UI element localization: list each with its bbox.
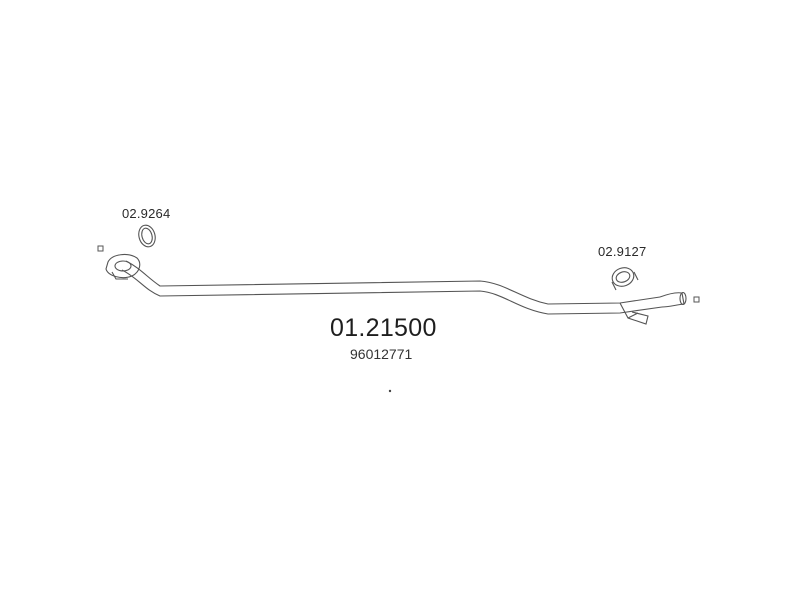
pipe-outline-top (125, 260, 661, 305)
dot-mark (388, 389, 392, 393)
inlet-flange (105, 253, 141, 280)
marker-left (97, 245, 104, 252)
exhaust-pipe (121, 260, 663, 315)
gasket-left-label: 02.9264 (122, 206, 171, 221)
marker-right (693, 296, 700, 303)
pipe-outline-bottom (121, 269, 663, 315)
gasket-left-ring (138, 224, 156, 248)
oem-number: 96012771 (350, 346, 413, 362)
outlet-end (619, 291, 687, 325)
gasket-right-label: 02.9127 (598, 244, 647, 259)
part-number: 01.21500 (330, 314, 437, 342)
gasket-right-ring (611, 267, 639, 291)
